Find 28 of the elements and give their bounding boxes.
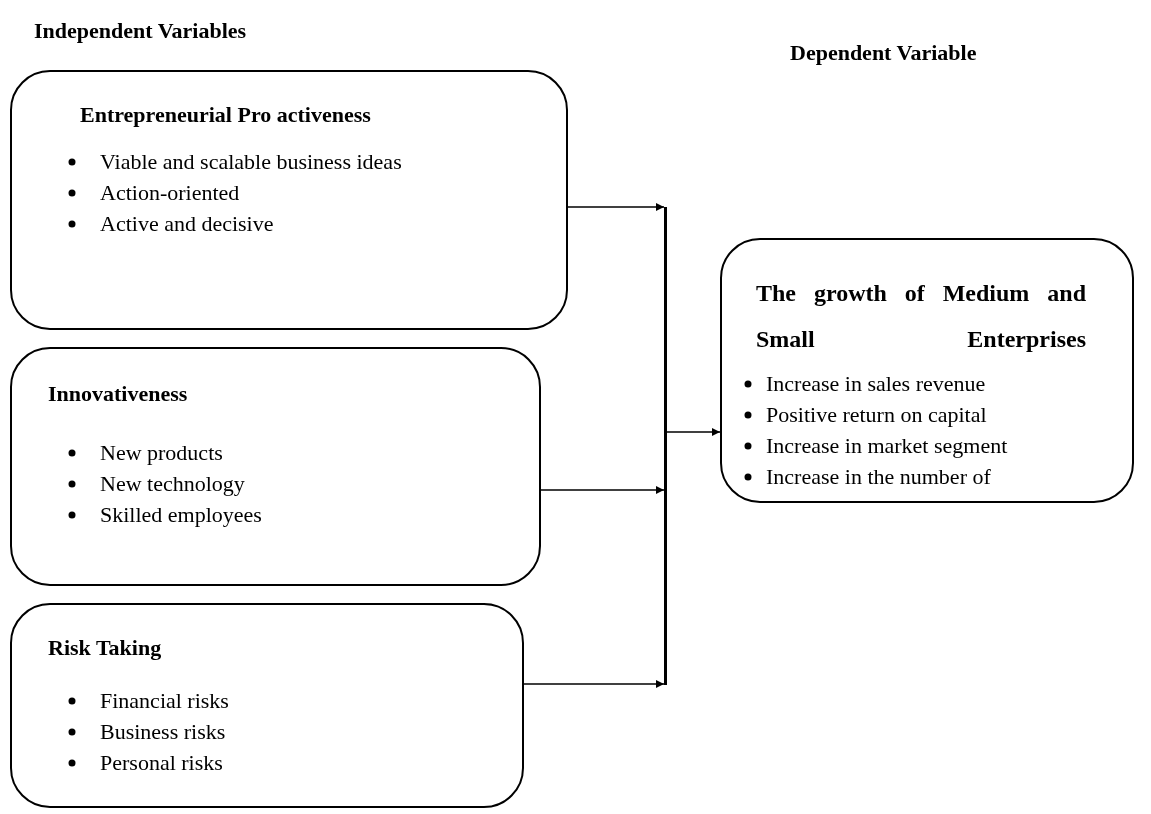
arrow [540,486,665,494]
junction-bar [664,207,667,685]
bullet-item: Viable and scalable business ideas [100,148,403,176]
bullet-item: New technology [100,470,246,498]
bullet-item: New products [100,439,224,467]
bullet-item: Financial risks [100,687,230,715]
box-heading: Risk Taking [48,634,163,662]
column-heading: Dependent Variable [790,40,977,66]
arrow [567,203,665,211]
arrow [523,680,665,688]
bullet-item: Positive return on capital [766,401,988,429]
bullet-item: Increase in the number of [766,463,992,491]
variable-box [720,238,1134,503]
box-heading: Innovativeness [48,380,189,408]
column-heading: Independent Variables [34,18,247,44]
arrow [666,428,721,436]
bullet-item: Action-oriented [100,179,241,207]
variable-box [10,347,541,586]
box-heading: The growth of Medium and Small Enterprises [756,279,1086,354]
bullet-item: Increase in market segment [766,432,1009,460]
bullet-item: Active and decisive [100,210,275,238]
bullet-item: Increase in sales revenue [766,370,987,398]
bullet-item: Personal risks [100,749,224,777]
bullet-item: Skilled employees [100,501,263,529]
box-heading: Entrepreneurial Pro activeness [80,101,372,129]
variable-box [10,70,568,330]
variable-box [10,603,524,808]
bullet-item: Business risks [100,718,227,746]
